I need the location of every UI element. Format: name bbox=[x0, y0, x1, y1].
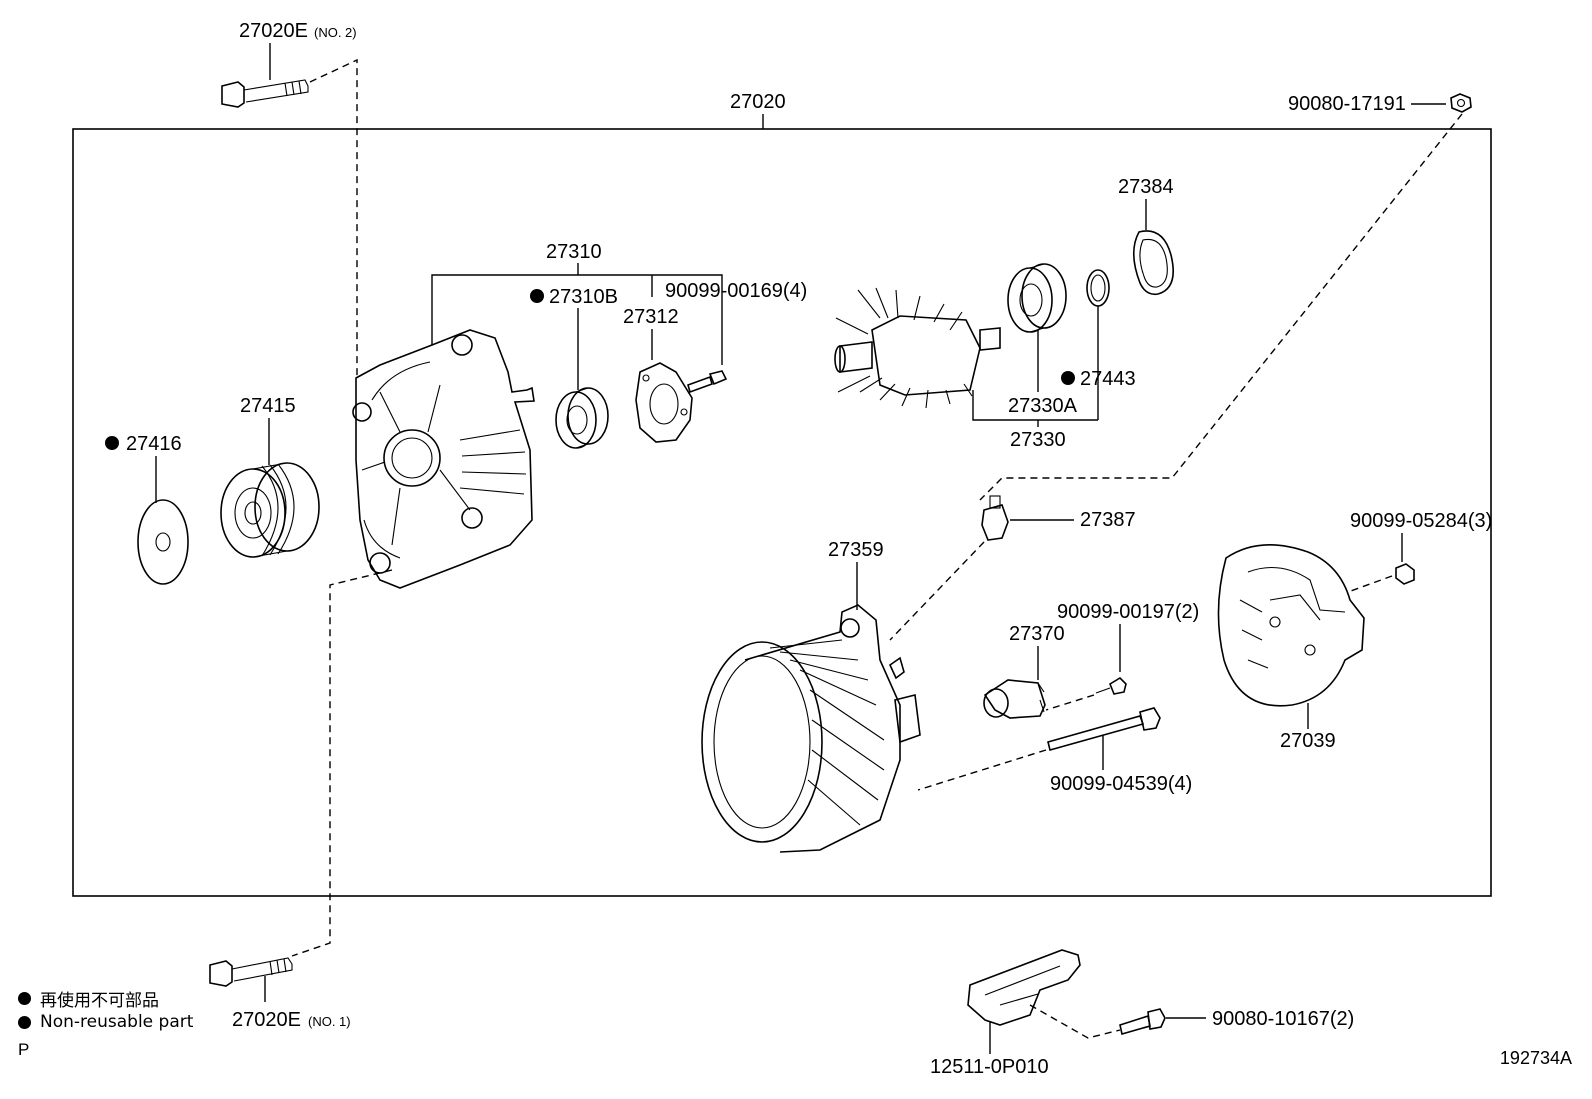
legend-dot-icon bbox=[18, 1015, 31, 1029]
ring-27443-icon[interactable] bbox=[1086, 269, 1110, 307]
label-27359[interactable]: 27359 bbox=[828, 539, 884, 561]
bearing-27310B-icon[interactable] bbox=[555, 387, 609, 449]
label-90099-00197[interactable]: 90099-00197(2) bbox=[1057, 601, 1199, 623]
rear-cover-27039-icon[interactable] bbox=[1217, 544, 1365, 707]
cap-27416-icon[interactable] bbox=[137, 499, 189, 585]
bolt-90099-04539-icon[interactable] bbox=[1047, 707, 1161, 751]
nonreusable-dot-27416 bbox=[105, 436, 119, 450]
nonreusable-dot-27310B bbox=[530, 289, 544, 303]
label-27312[interactable]: 27312 bbox=[623, 306, 679, 328]
nut-90099-05284-icon[interactable] bbox=[1395, 563, 1415, 585]
bolt-90080-10167-icon[interactable] bbox=[1119, 1008, 1166, 1036]
housing-27359-icon[interactable] bbox=[701, 604, 921, 853]
label-27370[interactable]: 27370 bbox=[1009, 623, 1065, 645]
label-27310B[interactable]: 27310B bbox=[549, 286, 618, 308]
label-90099-05284[interactable]: 90099-05284(3) bbox=[1350, 510, 1492, 532]
screw-90099-00169-icon[interactable] bbox=[687, 370, 728, 394]
label-27039[interactable]: 27039 bbox=[1280, 730, 1336, 752]
label-27020E-no2[interactable]: 27020E bbox=[239, 20, 308, 42]
bearing-27330A-icon[interactable] bbox=[1007, 263, 1067, 333]
page-letter: P bbox=[18, 1040, 30, 1059]
bracket-27370-icon[interactable] bbox=[983, 679, 1046, 719]
label-27387[interactable]: 27387 bbox=[1080, 509, 1136, 531]
drive-end-frame-27310-icon[interactable] bbox=[352, 329, 535, 589]
pulley-27415-icon[interactable] bbox=[220, 462, 320, 558]
label-90080-10167[interactable]: 90080-10167(2) bbox=[1212, 1008, 1354, 1030]
diagram-number: 192734A bbox=[1499, 1048, 1572, 1068]
screw-90099-00197-icon[interactable] bbox=[1095, 676, 1127, 695]
label-27330A[interactable]: 27330A bbox=[1008, 395, 1078, 417]
legend-en-text: Non-reusable part bbox=[40, 1012, 194, 1032]
legend-jp-text: 再使用不可部品 bbox=[40, 991, 159, 1011]
label-27416[interactable]: 27416 bbox=[126, 433, 182, 455]
legend-nonreusable-jp: 再使用不可部品 bbox=[18, 986, 159, 1011]
label-12511-0P010[interactable]: 12511-0P010 bbox=[930, 1056, 1049, 1078]
nut-90080-17191-icon[interactable] bbox=[1450, 93, 1472, 113]
bolt-27020E-no1-icon[interactable] bbox=[209, 957, 293, 987]
label-27310[interactable]: 27310 bbox=[546, 241, 602, 263]
label-90099-04539[interactable]: 90099-04539(4) bbox=[1050, 773, 1192, 795]
label-27020E-no1-note: (NO. 1) bbox=[308, 1014, 351, 1029]
bolt-27020E-no2-icon[interactable] bbox=[221, 79, 309, 108]
terminal-27387-icon[interactable] bbox=[981, 495, 1009, 541]
rotor-27330-icon[interactable] bbox=[834, 287, 1001, 409]
label-27443[interactable]: 27443 bbox=[1080, 368, 1136, 390]
label-90080-17191[interactable]: 90080-17191 bbox=[1288, 93, 1406, 115]
assembly-box bbox=[72, 128, 1492, 897]
legend-dot-icon bbox=[18, 992, 31, 1005]
label-27415[interactable]: 27415 bbox=[240, 395, 296, 417]
bracket-12511-0P010-icon[interactable] bbox=[967, 949, 1081, 1026]
label-27330[interactable]: 27330 bbox=[1010, 429, 1066, 451]
label-27020E-no1[interactable]: 27020E bbox=[232, 1009, 301, 1031]
legend-nonreusable-en: Non-reusable part bbox=[18, 1012, 193, 1032]
label-27384[interactable]: 27384 bbox=[1118, 176, 1174, 198]
label-27020[interactable]: 27020 bbox=[730, 91, 786, 113]
label-27020E-no2-note: (NO. 2) bbox=[314, 25, 357, 40]
seal-27384-icon[interactable] bbox=[1132, 230, 1174, 296]
nonreusable-dot-27443 bbox=[1061, 371, 1075, 385]
retainer-plate-27312-icon[interactable] bbox=[635, 362, 693, 443]
label-90099-00169[interactable]: 90099-00169(4) bbox=[665, 280, 807, 302]
